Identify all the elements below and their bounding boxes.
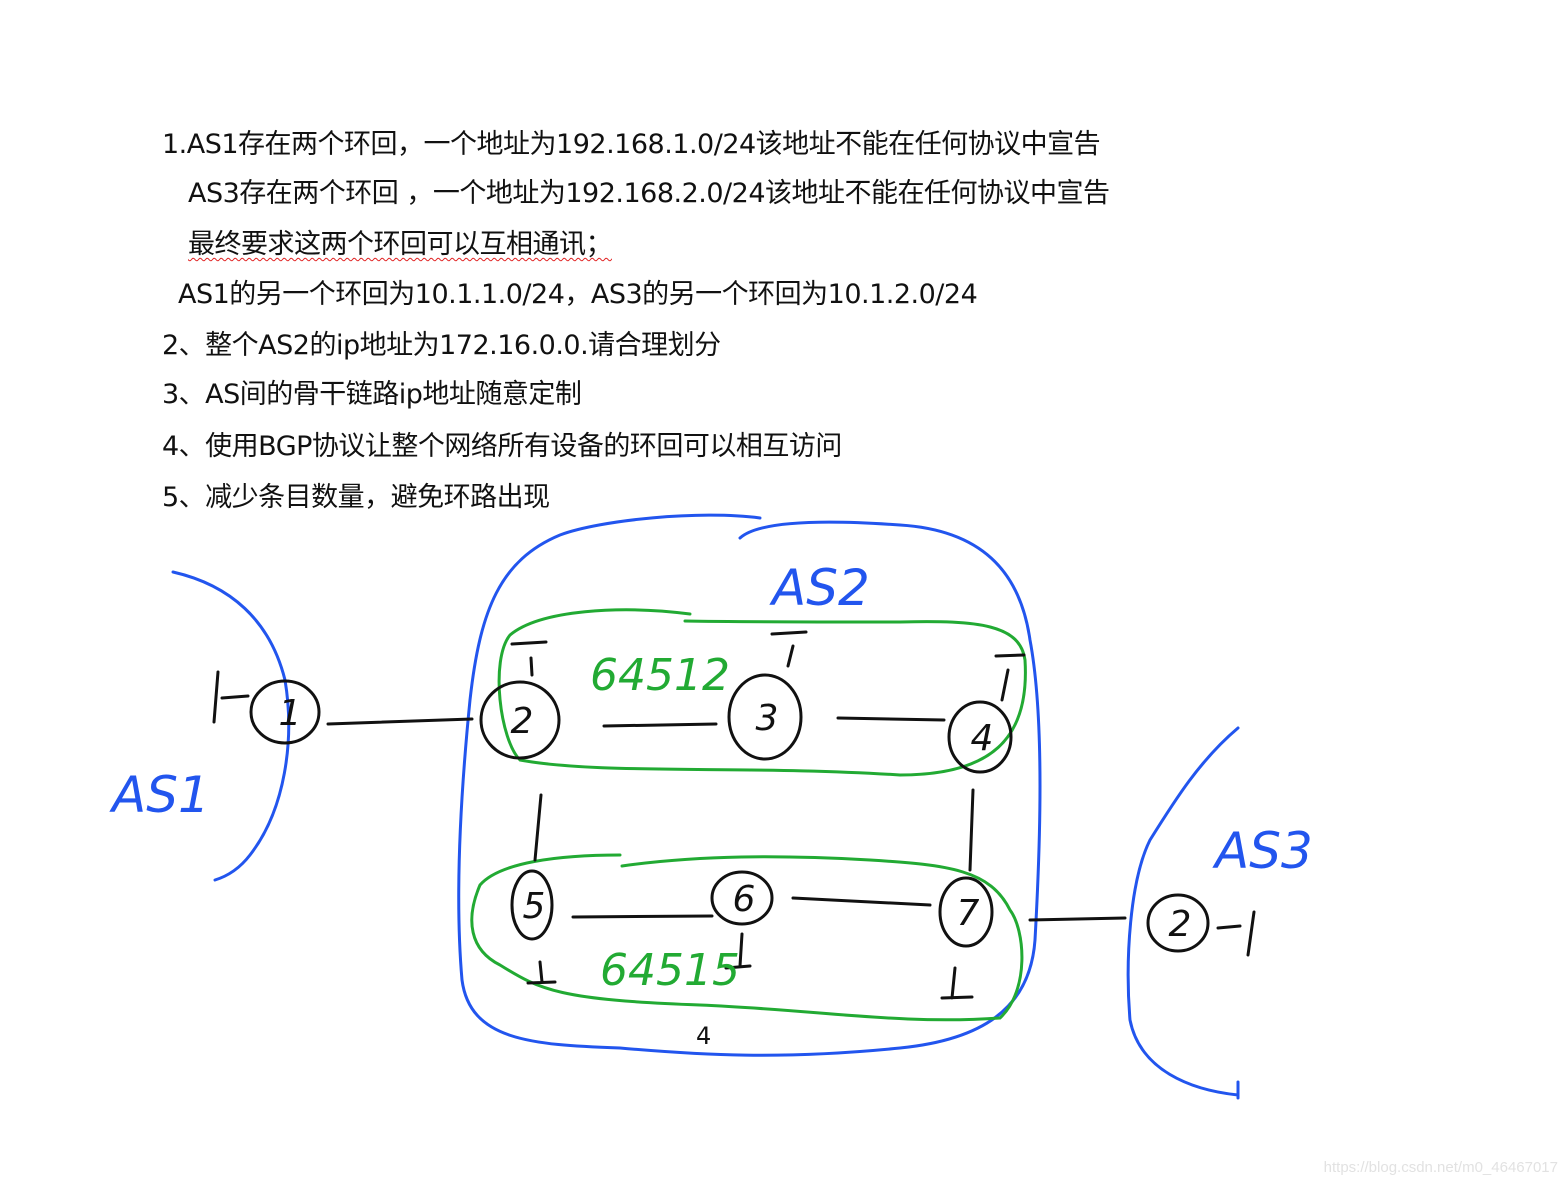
link-r7-as3: [1028, 916, 1127, 922]
loopback-r2: [510, 640, 548, 677]
requirement-line: 4、使用BGP协议让整个网络所有设备的环回可以相互访问: [162, 431, 842, 462]
as3-boundary: [1126, 726, 1240, 1100]
as3-label: AS3: [1212, 822, 1313, 880]
router-3-label: 3: [756, 698, 779, 739]
loopback-r7: [940, 966, 974, 1000]
requirement-line: 1.AS1存在两个环回，一个地址为192.168.1.0/24该地址不能在任何协…: [162, 129, 1101, 160]
loopback-as3: [1216, 910, 1256, 957]
loopback-r5: [526, 960, 557, 985]
router-4: [947, 700, 1013, 774]
sub-as-64512-boundary: [497, 608, 1027, 777]
link-r6-r7: [791, 896, 932, 907]
watermark: https://blog.csdn.net/m0_46467017: [1323, 1159, 1558, 1176]
requirement-line: AS1的另一个环回为10.1.1.0/24，AS3的另一个环回为10.1.2.0…: [178, 279, 978, 310]
requirement-line: 5、减少条目数量，避免环路出现: [162, 482, 550, 513]
as2-label: AS2: [769, 559, 870, 617]
router-6-label: 6: [733, 879, 756, 920]
router-2: [479, 680, 561, 760]
loopback-r1: [212, 670, 250, 724]
requirement-line: 最终要求这两个环回可以互相通讯；: [188, 229, 613, 260]
loopback-r3: [770, 630, 808, 668]
sub-as-64515-boundary: [470, 853, 1024, 1022]
router-7: [938, 876, 994, 948]
link-r2-r5: [533, 793, 543, 862]
router-6: [710, 870, 774, 926]
router-3: [727, 673, 803, 761]
as1-label: AS1: [109, 766, 210, 824]
router-as3: [1146, 893, 1210, 953]
router-1: [249, 679, 321, 745]
as1-boundary: [171, 570, 291, 882]
router-4-label: 4: [971, 718, 994, 759]
link-r5-r6: [571, 914, 714, 919]
router-as3-label: 2: [1169, 904, 1192, 945]
link-r3-r4: [836, 716, 946, 722]
router-7-label: 7: [957, 893, 980, 934]
as2-boundary: [457, 513, 1042, 1057]
requirement-line: 3、AS间的骨干链路ip地址随意定制: [162, 379, 582, 410]
sub-as-64515-label: 64515: [600, 945, 740, 996]
loopback-r4: [994, 653, 1026, 702]
requirement-line: 2、整个AS2的ip地址为172.16.0.0.请合理划分: [162, 330, 721, 361]
page-number: 4: [696, 1022, 712, 1050]
requirement-line: AS3存在两个环回 ，一个地址为192.168.2.0/24该地址不能在任何协议…: [188, 178, 1110, 209]
router-2-label: 2: [511, 701, 534, 742]
loopback-r6: [724, 932, 752, 970]
router-5: [510, 869, 554, 941]
link-r4-r7: [968, 788, 975, 872]
link-r1-r2: [326, 717, 474, 726]
link-r2-r3: [602, 722, 718, 728]
router-5-label: 5: [523, 886, 546, 927]
router-1-label: 1: [279, 693, 302, 734]
sub-as-64512-label: 64512: [590, 650, 730, 701]
